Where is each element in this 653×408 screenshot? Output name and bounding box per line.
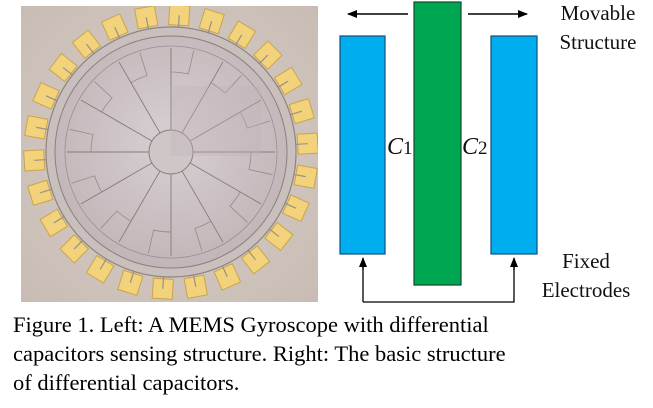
comb-finger (248, 151, 273, 176)
pad-lead (73, 239, 84, 250)
pad-lead (114, 26, 121, 40)
spring-spokes (67, 48, 275, 256)
mems-gyroscope-photo (21, 6, 318, 302)
pad-lead (129, 270, 135, 283)
comb-finger (210, 75, 242, 94)
pad-lead (207, 21, 213, 34)
pad-lead (85, 43, 95, 55)
right-fixed-electrode (490, 35, 538, 255)
comb-finger (194, 220, 212, 252)
spring-spoke (181, 170, 224, 243)
movable-label-line2: Structure (560, 30, 637, 54)
pad-lead (99, 257, 108, 270)
pad-lead (294, 143, 308, 146)
comb-finger (229, 191, 248, 223)
pad-lead (192, 273, 197, 287)
caption-line-1: Figure 1. Left: A MEMS Gyroscope with di… (13, 312, 489, 337)
pad-lead (36, 126, 50, 131)
inner-ring (64, 45, 278, 259)
figure-caption: Figure 1. Left: A MEMS Gyroscope with di… (13, 310, 643, 397)
comb-finger (170, 50, 195, 75)
comb-finger (239, 111, 271, 129)
comb-finger (69, 128, 94, 153)
fixed-label-line2: Electrodes (542, 278, 631, 302)
differential-capacitor-diagram: C1 C2 Movable Structure Fixed Electrodes (339, 1, 637, 303)
pad-leads (34, 15, 308, 289)
pad-lead (289, 110, 302, 116)
pad-lead (177, 15, 180, 29)
pad-lead (53, 215, 66, 224)
comb-finger (130, 52, 148, 84)
movable-label-line1: Movable (561, 1, 636, 25)
comb-finger (94, 81, 113, 113)
fixed-label-line1: Fixed (562, 249, 610, 273)
pad-lead (234, 34, 243, 47)
pad-lead (45, 95, 59, 102)
left-fixed-electrode (339, 35, 386, 255)
spring-spoke (80, 162, 153, 205)
spring-spoke (118, 170, 161, 243)
center-anchor (148, 129, 194, 175)
pad-lead (62, 67, 74, 77)
c2-label: C2 (462, 134, 488, 160)
pad-lead (40, 188, 53, 194)
overlay-patch (171, 86, 261, 156)
movable-structure (413, 1, 462, 286)
spring-spoke (181, 61, 224, 134)
caption-line-3: of differential capacitors. (13, 370, 240, 395)
spring-spoke (80, 99, 153, 142)
pad-lead (162, 275, 165, 289)
pad-lead (247, 249, 257, 261)
spring-spoke (189, 162, 262, 205)
comb-finger (147, 229, 172, 254)
pad-lead (292, 173, 306, 178)
pad-lead (258, 54, 269, 65)
comb-finger (71, 175, 103, 193)
caption-line-2: capacitors sensing structure. Right: The… (13, 341, 506, 366)
spring-spoke (118, 61, 161, 134)
spring-spoke (189, 99, 262, 142)
pad-lead (276, 80, 289, 89)
comb-finger (100, 210, 132, 229)
c1-label: C1 (387, 134, 413, 160)
pad-lead (283, 202, 297, 209)
pad-lead (221, 264, 228, 278)
pad-lead (34, 158, 48, 161)
pad-lead (268, 227, 280, 237)
pad-lead (145, 17, 150, 31)
